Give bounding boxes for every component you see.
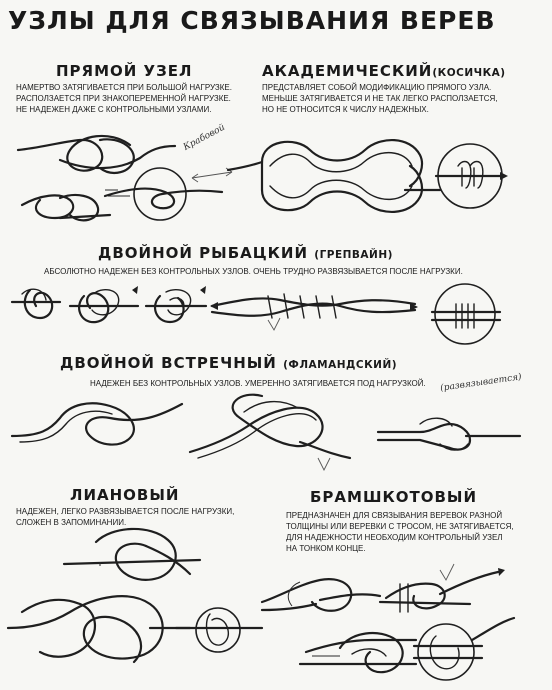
sheet-bend-circle-drawing bbox=[412, 616, 516, 681]
flemish-step-1-drawing bbox=[10, 402, 184, 446]
flemish-knot-heading: ДВОЙНОЙ ВСТРЕЧНЫЙ (ФЛАМАНДСКИЙ) bbox=[60, 354, 398, 372]
fisherman-circle-drawing bbox=[430, 283, 502, 345]
reef-knot-heading: ПРЯМОЙ УЗЕЛ bbox=[56, 62, 193, 80]
sheet-bend-heading: БРАМШКОТОВЫЙ bbox=[310, 488, 478, 506]
flemish-step-2-drawing bbox=[188, 393, 352, 472]
reef-knot-description: НАМЕРТВО ЗАТЯГИВАЕТСЯ ПРИ БОЛЬШОЙ НАГРУЗ… bbox=[16, 83, 232, 114]
liana-step-1-drawing bbox=[62, 527, 202, 581]
flemish-tightened-drawing bbox=[376, 417, 522, 451]
fisherman-knot-description: АБСОЛЮТНО НАДЕЖЕН БЕЗ КОНТРОЛЬНЫХ УЗЛОВ.… bbox=[44, 267, 463, 276]
sheet-bend-step-2-drawing bbox=[378, 563, 505, 613]
liana-step-2-drawing bbox=[6, 595, 192, 664]
fisherman-step-2-drawing bbox=[68, 286, 140, 324]
academic-knot-heading: АКАДЕМИЧЕСКИЙ(КОСИЧКА) bbox=[262, 62, 506, 80]
page-title: УЗЛЫ ДЛЯ СВЯЗЫВАНИЯ ВЕРЕВ bbox=[8, 6, 496, 35]
sheet-bend-description: ПРЕДНАЗНАЧЕН ДЛЯ СВЯЗЫВАНИЯ ВЕРЕВОК РАЗН… bbox=[286, 511, 514, 553]
academic-knot-description: ПРЕДСТАВЛЯЕТ СОБОЙ МОДИФИКАЦИЮ ПРЯМОГО У… bbox=[262, 83, 498, 114]
academic-knot-circle-drawing bbox=[434, 143, 508, 209]
fisherman-step-3-drawing bbox=[144, 286, 208, 324]
fisherman-tightened-drawing bbox=[210, 293, 418, 331]
fisherman-knot-heading: ДВОЙНОЙ РЫБАЦКИЙ (ГРЕПВАЙН) bbox=[98, 244, 393, 262]
academic-knot-drawing bbox=[226, 138, 442, 214]
fisherman-step-1-drawing bbox=[10, 288, 62, 320]
liana-knot-heading: ЛИАНОВЫЙ bbox=[70, 486, 180, 504]
liana-circle-drawing bbox=[174, 607, 264, 653]
reef-knot-circle-drawing bbox=[103, 167, 224, 221]
liana-knot-description: НАДЕЖЕН, ЛЕГКО РАЗВЯЗЫВАЕТСЯ ПОСЛЕ НАГРУ… bbox=[16, 507, 235, 527]
sheet-bend-step-3-drawing bbox=[298, 632, 418, 674]
reef-knot-loose-drawing bbox=[16, 134, 177, 174]
flemish-knot-description: НАДЕЖЕН БЕЗ КОНТРОЛЬНЫХ УЗЛОВ. УМЕРЕННО … bbox=[90, 379, 426, 388]
sheet-bend-step-1-drawing bbox=[260, 578, 382, 612]
reef-knot-tight-drawing bbox=[20, 193, 130, 222]
